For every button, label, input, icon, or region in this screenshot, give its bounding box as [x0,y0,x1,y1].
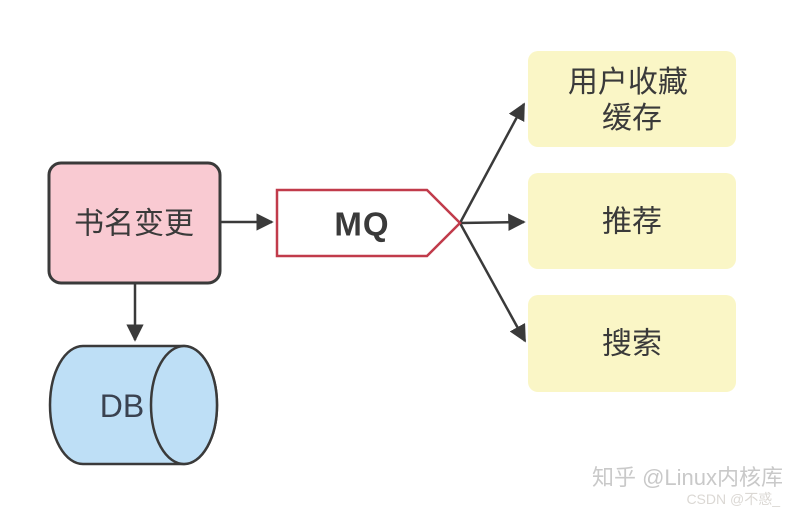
consumer-node-cache [528,51,736,147]
edge-mq-to-consumer-recommend [459,213,526,231]
consumer-node-recommend [528,173,736,269]
consumer-node-recommend-label: 推荐 [602,206,662,239]
mq-node-label: MQ [334,206,389,243]
db-node-label: DB [100,388,144,424]
mq-node [275,188,462,258]
watermark-zhihu: 知乎 @Linux内核库 [592,465,783,490]
consumer-node-cache-label-line2: 缓存 [602,102,662,135]
consumer-node-cache-label: 用户收藏 缓存 [568,66,696,135]
consumer-node-search-label: 搜索 [602,328,662,361]
db-node-cap [149,344,219,466]
consumer-node-cache-label-line1: 用户收藏 [568,66,688,99]
watermark-csdn: CSDN @不惑_ [686,491,780,507]
source-node [47,161,222,285]
consumer-node-search [528,295,736,392]
edge-mq-to-consumer-cache [458,102,526,224]
source-node-label: 书名变更 [74,208,194,241]
edge-mq-to-consumer-search [458,222,527,343]
